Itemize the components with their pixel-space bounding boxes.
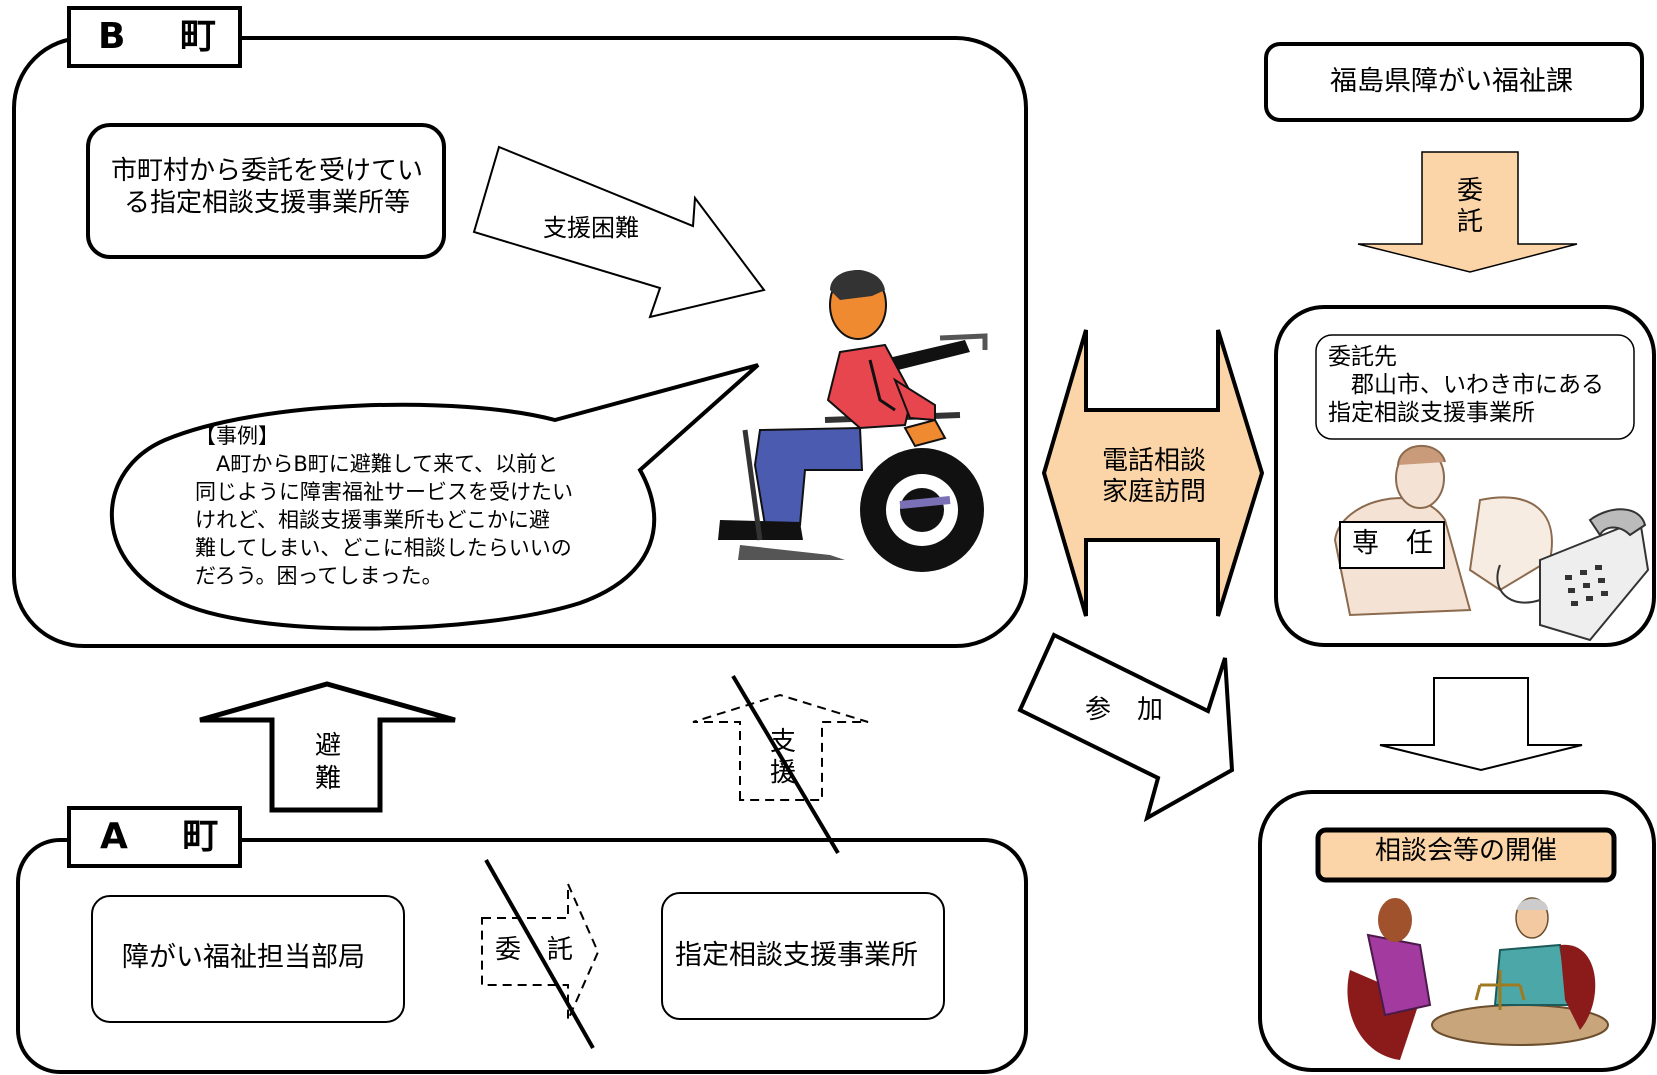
contractor-text: 委託先 郡山市、いわき市にある 指定相談支援事業所 [1328,343,1604,427]
entrust-down-label: 委 託 [1442,176,1498,238]
consult-box-text: 市町村から委託を受けてい る指定相談支援事業所等 [92,156,442,219]
case-line-4: 難してしまい、どこに相談したらいいの [195,535,572,560]
evacuation-label: 避 難 [300,730,356,795]
town-a-title: A 町 [100,816,221,857]
participate-arrow [1017,632,1235,823]
meeting-label: 相談会等の開催 [1374,836,1557,866]
meeting-label-box [1315,827,1617,883]
entrust-arrow-crossed [481,859,600,1049]
case-line-2: 同じように障害福祉サービスを受けたい [195,479,573,504]
case-bubble-text: 【事例】 A町からB町に避難して来て、以前と 同じように障害福祉サービスを受けた… [195,423,573,591]
town-a-title-box [67,806,242,868]
support-char-2: 援 [769,758,796,789]
case-line-1: A町からB町に避難して来て、以前と [195,451,559,476]
contractor-line-3: 指定相談支援事業所 [1328,400,1535,427]
contractor-text-box [1315,334,1635,440]
support-char-1: 支 [769,727,796,757]
consult-box-line-1: 市町村から委託を受けてい [110,156,423,186]
visit-label: 家庭訪問 [1101,477,1206,508]
entrust-char-1: 委 [1456,176,1483,206]
entrust-label: 委 託 [495,935,574,965]
support-difficulty-label: 支援困難 [543,214,639,242]
case-line-3: けれど、相談支援事業所もどこかに避 [195,507,550,532]
case-speech-bubble [109,363,760,631]
town-b-title: B 町 [98,16,218,57]
wheelchair-user-illustration [718,270,988,572]
meeting-down-arrow [1379,677,1583,772]
evacuation-char-1: 避 [314,731,341,761]
consult-box-line-2: る指定相談支援事業所等 [123,187,410,218]
entrust-char-2: 託 [1456,207,1483,238]
evacuation-char-2: 難 [314,763,341,794]
town-b-title-box [67,6,242,68]
phone-label: 電話相談 [1101,446,1206,476]
designated-office-box [661,892,945,1020]
consult-box [86,123,446,259]
welfare-dept-label: 障がい福祉担当部局 [122,942,365,973]
case-line-5: だろう。困ってしまった。 [195,563,443,588]
phone-operator-illustration [1333,444,1650,642]
case-heading: 【事例】 [195,424,279,448]
entrust-down-arrow [1357,151,1578,273]
designated-office-label: 指定相談支援事業所 [675,940,918,971]
support-difficulty-arrow [472,145,766,319]
dedicated-label: 専 任 [1352,528,1433,559]
evacuation-arrow [199,681,456,813]
contractor-line-2: 郡山市、いわき市にある [1328,372,1604,399]
dedicated-label-box [1339,521,1445,569]
participate-label: 参 加 [1085,695,1164,725]
prefecture-office-box [1264,42,1644,122]
phone-visit-double-arrow [1041,329,1265,617]
support-label: 支 援 [755,727,811,789]
meeting-illustration [1347,897,1609,1060]
phone-visit-label: 電話相談 家庭訪問 [1090,446,1218,508]
support-arrow-crossed [692,674,869,855]
prefecture-office-label: 福島県障がい福祉課 [1330,66,1573,97]
welfare-dept-box [91,895,405,1023]
contractor-line-1: 委託先 [1328,344,1397,370]
